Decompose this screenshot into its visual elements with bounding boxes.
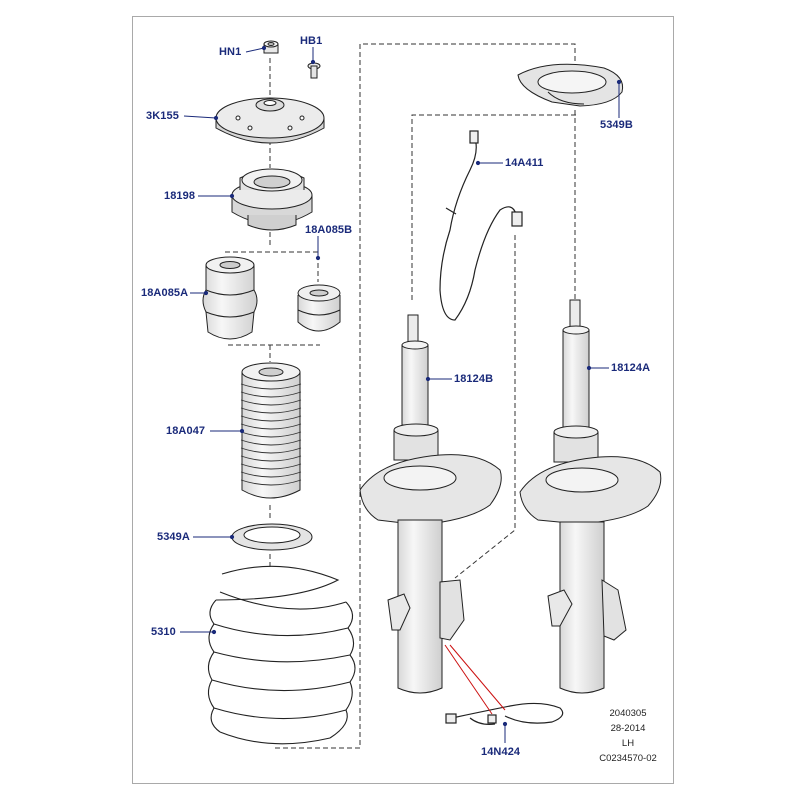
- bolt-hb1-part: [307, 62, 321, 79]
- coil-spring-5310-part: [207, 565, 356, 745]
- sensor-harness-14a411-part: [439, 130, 523, 321]
- callout-18a085a: 18A085A: [141, 287, 189, 299]
- callout-14n424: 14N424: [481, 746, 521, 758]
- callout-hb1: HB1: [300, 35, 323, 47]
- callout-leader-lines: [180, 45, 622, 743]
- callout-18a085b: 18A085B: [305, 224, 353, 236]
- reference-line-3: LH: [621, 738, 635, 749]
- callout-hn1: HN1: [219, 46, 242, 58]
- bump-stop-18a085a-part: [202, 256, 258, 340]
- strut-18124b-part: [359, 314, 502, 694]
- callout-5349b: 5349B: [600, 119, 633, 131]
- wiring-harness-14n424-part: [445, 702, 564, 725]
- bearing-18198-part: [231, 168, 313, 231]
- nut-hn1-part: [263, 40, 279, 54]
- callout-5310: 5310: [151, 626, 176, 638]
- callout-18124b: 18124B: [454, 373, 494, 385]
- sensor-leader-lines: [444, 644, 506, 715]
- top-mount-3k155-part: [215, 97, 325, 144]
- callout-3k155: 3K155: [146, 110, 179, 122]
- spring-seat-5349a-part: [231, 523, 313, 551]
- spring-seat-5349b-part: [517, 63, 624, 107]
- dust-boot-18a047-part: [240, 362, 302, 499]
- callout-18124a: 18124A: [611, 362, 651, 374]
- bump-stop-18a085b-part: [297, 284, 341, 332]
- callout-14a411: 14A411: [505, 157, 544, 169]
- callout-5349a: 5349A: [157, 531, 190, 543]
- callout-18a047: 18A047: [166, 425, 206, 437]
- reference-line-1: 2040305: [609, 708, 647, 719]
- strut-18124a-part: [519, 299, 662, 694]
- reference-line-4: C0234570-02: [599, 753, 657, 764]
- callout-18198: 18198: [164, 190, 196, 202]
- reference-line-2: 28-2014: [610, 723, 646, 734]
